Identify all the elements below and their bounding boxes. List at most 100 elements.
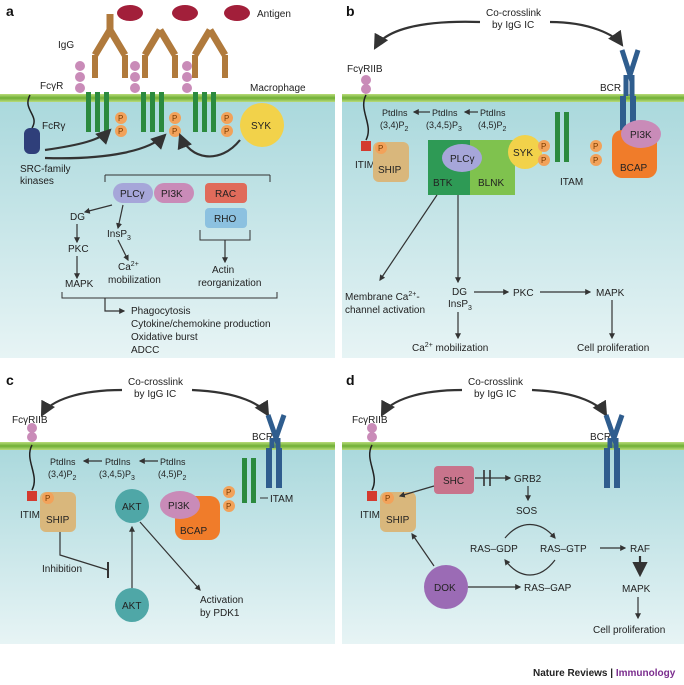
label-bcap-b: BCAP [620, 163, 648, 174]
src-kinase-shape [24, 128, 40, 154]
phospho-icon [590, 154, 602, 166]
membrane-d [342, 442, 684, 450]
phospho-icon [590, 140, 602, 152]
p-label: P [593, 156, 598, 165]
membrane-c [0, 442, 335, 450]
label-src: SRC-family [20, 164, 71, 175]
label-ptd2-b: PtdIns [432, 108, 458, 118]
label-itim-c: ITIM [20, 510, 40, 521]
label-fcgriib-d: FcγRIIB [352, 415, 388, 426]
label-pkc-b: PKC [513, 288, 534, 299]
label-plcg-b: PLCγ [450, 154, 474, 165]
label-cell-proliferation-d: Cell proliferation [593, 625, 665, 636]
membrane-a [0, 94, 335, 102]
label-syk-b: SYK [513, 148, 533, 159]
bcr-shape-c [265, 414, 287, 448]
p-label: P [378, 144, 383, 153]
p-label: P [541, 156, 546, 165]
panel-a: a Antigen IgG FcγR FcRγ Macrophage P [0, 0, 335, 358]
label-bcr-d: BCR [590, 432, 611, 443]
pi3k-shape-b [621, 120, 661, 148]
label-ca-a: Ca2+ [118, 261, 139, 273]
label-shc: SHC [443, 476, 464, 487]
pi3k-shape-c [160, 491, 200, 519]
p-label: P [226, 502, 231, 511]
label-ptd3b-c: (4,5)P2 [158, 469, 187, 482]
label-membrane-ca: Membrane Ca2+- [345, 291, 420, 303]
label-ship-d: SHIP [386, 515, 410, 526]
label-itim-b: ITIM [355, 160, 375, 171]
p-label: P [224, 114, 229, 123]
panel-letter-d: d [346, 372, 355, 388]
label-outcome1: Phagocytosis [131, 306, 190, 317]
antigen-shape [172, 5, 198, 21]
itim-icon [367, 491, 377, 501]
panel-c: c Co-crosslink by IgG IC FcγRIIB ITIM BC… [0, 364, 335, 644]
antigen-shape [117, 5, 143, 21]
label-insp3-b: InsP3 [448, 299, 472, 312]
label-mapk-a: MAPK [65, 279, 94, 290]
p-label: P [118, 127, 123, 136]
label-ptd2-c: PtdIns [105, 457, 131, 467]
igg-antibodies [91, 5, 250, 78]
cytoplasm-d [342, 444, 684, 644]
cytoplasm-a [0, 96, 335, 358]
label-activation1: Activation [200, 595, 243, 606]
label-activation2: by PDK1 [200, 608, 240, 619]
label-ptd2b-c: (3,4,5)P3 [99, 469, 135, 482]
label-cell-proliferation-b: Cell proliferation [577, 343, 649, 354]
label-rasgdp: RAS–GDP [470, 544, 518, 555]
label-akt-c1: AKT [122, 502, 141, 513]
label-outcome2: Cytokine/chemokine production [131, 319, 271, 330]
label-itam-b: ITAM [560, 177, 583, 188]
label-grb2: GRB2 [514, 474, 542, 485]
label-mobilization-a: mobilization [108, 275, 161, 286]
footer: Nature Reviews | Immunology [533, 668, 676, 679]
phospho-icon [538, 140, 550, 152]
akt-shape-2 [115, 588, 149, 622]
label-fcgr: FcγR [40, 81, 63, 92]
label-kinases: kinases [20, 176, 54, 187]
label-ca-mobilization-b: Ca2+ mobilization [412, 342, 488, 354]
phospho-icon [538, 154, 550, 166]
label-sos: SOS [516, 506, 537, 517]
phospho-icon [115, 125, 127, 137]
phospho-icon [223, 486, 235, 498]
panel-letter-b: b [346, 3, 355, 19]
label-raf: RAF [630, 544, 650, 555]
pi3k-shape [154, 183, 194, 203]
panel-letter-c: c [6, 372, 14, 388]
label-rasgap: RAS–GAP [524, 583, 572, 594]
itim-icon [361, 141, 371, 151]
label-ptd3-b: PtdIns [480, 108, 506, 118]
panel-d: d Co-crosslink by IgG IC FcγRIIB ITIM BC… [342, 364, 684, 644]
label-ptd1-c: PtdIns [50, 457, 76, 467]
panel-letter-a: a [6, 3, 14, 19]
label-cocross1-d: Co-crosslink [468, 377, 524, 388]
label-igg: IgG [58, 40, 74, 51]
label-pi3k-b: PI3K [630, 130, 652, 141]
label-bcr-c: BCR [252, 432, 273, 443]
label-ptd1-b: PtdIns [382, 108, 408, 118]
phospho-icon [221, 125, 233, 137]
phospho-icon [382, 492, 394, 504]
label-rasgtp: RAS–GTP [540, 544, 587, 555]
label-ptd1b-b: (3,4)P2 [380, 120, 409, 133]
syk-shape [240, 103, 284, 147]
plcg-shape [113, 183, 153, 203]
label-outcome3: Oxidative burst [131, 332, 198, 343]
phospho-icon [169, 112, 181, 124]
phospho-icon [42, 492, 54, 504]
label-outcome4: ADCC [131, 345, 159, 356]
rac-shape [205, 183, 247, 203]
label-cocross2-b: by IgG IC [492, 20, 534, 31]
p-label: P [172, 127, 177, 136]
label-cocross1-b: Co-crosslink [486, 8, 542, 19]
label-ptd3b-b: (4,5)P2 [478, 120, 507, 133]
plcg-shape-b [442, 144, 482, 172]
label-pi3k-a: PI3K [161, 189, 183, 200]
label-rho: RHO [214, 214, 236, 225]
p-label: P [541, 142, 546, 151]
label-plcg-a: PLCγ [120, 189, 144, 200]
